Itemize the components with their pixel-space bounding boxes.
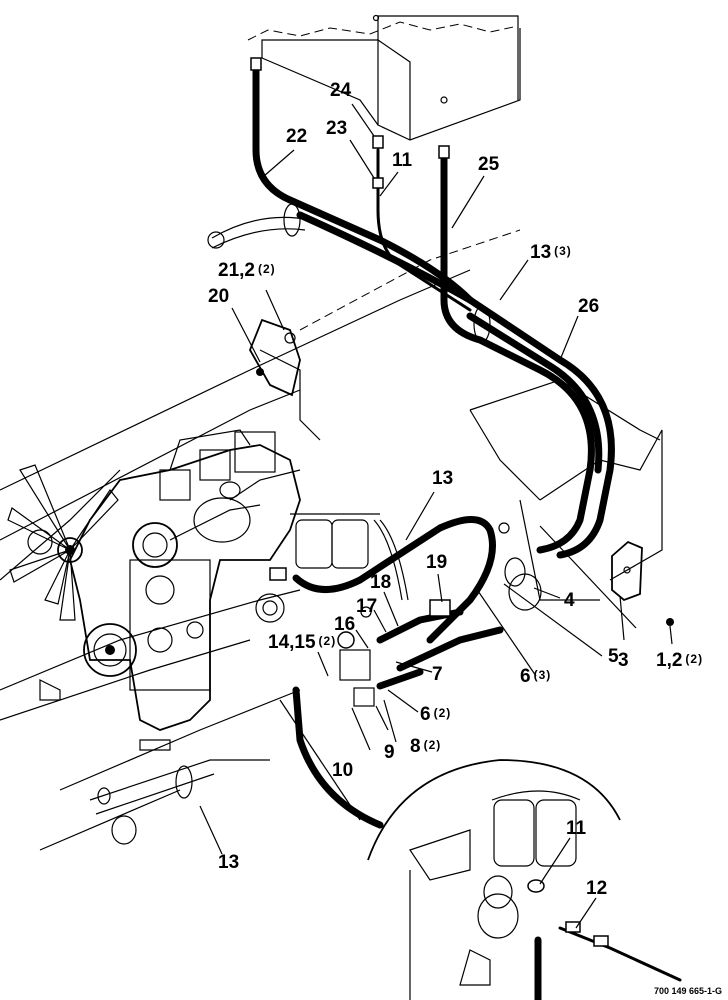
callout-c16: 16 xyxy=(334,614,355,635)
callout-c21: 21,2 xyxy=(218,260,255,281)
callout-c9: 9 xyxy=(384,742,395,763)
callout-c8: 8 xyxy=(410,736,421,757)
callout-c24: 24 xyxy=(330,80,352,101)
callout-qty-c21: (2) xyxy=(258,262,276,276)
hose-25 xyxy=(438,145,595,554)
bracket-3 xyxy=(611,540,643,602)
callout-qty-c13a: (3) xyxy=(554,244,572,258)
callout-c17: 17 xyxy=(356,596,377,617)
callout-c1: 1,2 xyxy=(656,650,682,671)
callout-qty-c6b: (2) xyxy=(434,706,452,720)
callout-c7: 7 xyxy=(432,664,443,685)
bracket-20 xyxy=(249,318,301,397)
lower-pipe-13 xyxy=(89,759,270,845)
callout-qty-c8: (2) xyxy=(424,738,442,752)
leader-lines xyxy=(199,103,673,929)
hose-loop-middle xyxy=(269,516,504,829)
callout-c12: 12 xyxy=(586,878,607,899)
callout-c25: 25 xyxy=(478,154,500,175)
callout-c10: 10 xyxy=(332,760,353,781)
filter-housing xyxy=(290,513,409,601)
callout-qty-c6a: (3) xyxy=(534,668,552,682)
figure-id: 700 149 665-1-G xyxy=(654,986,722,996)
callout-c11a: 11 xyxy=(392,150,413,171)
clamps-13 xyxy=(283,203,491,343)
fittings-16-19 xyxy=(255,557,542,707)
callout-c20: 20 xyxy=(208,286,229,307)
callout-c26: 26 xyxy=(578,296,599,317)
callout-c22: 22 xyxy=(286,126,307,147)
callout-qty-c1: (2) xyxy=(685,652,703,666)
callout-qty-c14: (2) xyxy=(319,634,337,648)
upper-tank-outline xyxy=(247,14,521,141)
fan-assembly xyxy=(7,464,119,621)
callout-c4: 4 xyxy=(564,590,575,611)
callout-c14: 14,15 xyxy=(268,632,316,653)
engine-block xyxy=(39,429,301,751)
callout-c13a: 13 xyxy=(530,242,551,263)
callout-c13b: 13 xyxy=(432,468,453,489)
hose-bundle-26 xyxy=(207,211,615,559)
callout-c11b: 11 xyxy=(566,818,587,839)
hardware-1-2 xyxy=(498,522,674,626)
callout-c3: 3 xyxy=(618,650,629,671)
callout-c6a: 6 xyxy=(520,666,531,687)
callout-c6b: 6 xyxy=(420,704,431,725)
callout-c19: 19 xyxy=(426,552,447,573)
hose-22 xyxy=(250,57,474,304)
callout-c5: 5 xyxy=(608,646,619,667)
callout-c23: 23 xyxy=(326,118,347,139)
callout-c13c: 13 xyxy=(218,852,239,873)
detail-inset xyxy=(367,759,682,1000)
callout-c18: 18 xyxy=(370,572,391,593)
